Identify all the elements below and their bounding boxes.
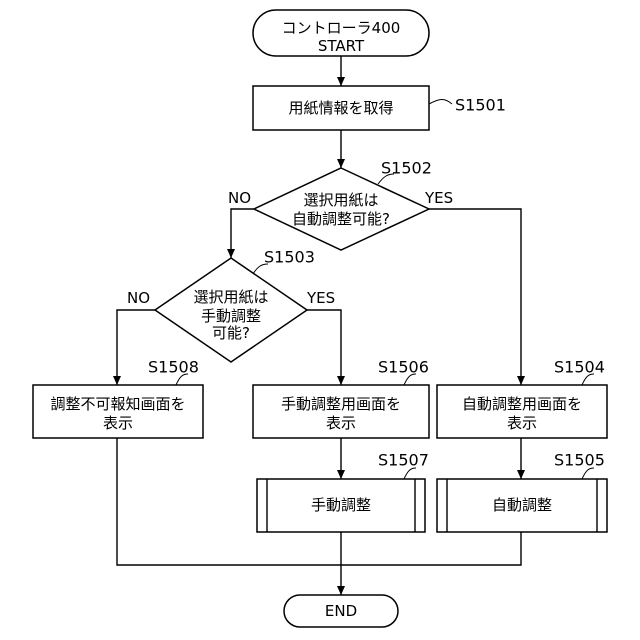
arrow-s1502-no: [231, 209, 254, 258]
s1504-label-line1: 自動調整用画面を: [462, 395, 582, 413]
start-label-line2: START: [318, 37, 365, 55]
s1503-label-line3: 可能?: [212, 324, 250, 342]
s1501-label: 用紙情報を取得: [288, 99, 393, 117]
s1503-label-line1: 選択用紙は: [193, 288, 268, 306]
s1504-label-line2: 表示: [507, 414, 537, 432]
s1503-yes-label: YES: [306, 289, 335, 307]
s1507-step-label: S1507: [378, 451, 429, 470]
start-label-line1: コントローラ400: [282, 19, 401, 37]
s1507-label: 手動調整: [311, 496, 371, 514]
line-s1505-merge: [341, 532, 521, 565]
s1503-step-label: S1503: [264, 248, 315, 267]
subprocess-s1505: 自動調整 S1505: [437, 451, 607, 533]
s1501-leader: [429, 100, 452, 105]
arrow-s1503-yes: [307, 310, 341, 385]
s1507-leader: [404, 468, 416, 479]
s1502-label-line1: 選択用紙は: [303, 191, 378, 209]
s1505-label: 自動調整: [492, 496, 552, 514]
subprocess-s1507: 手動調整 S1507: [257, 451, 429, 533]
arrow-s1502-yes: [429, 209, 521, 385]
process-s1501: 用紙情報を取得 S1501: [253, 86, 506, 130]
end-label: END: [325, 602, 357, 620]
s1506-step-label: S1506: [378, 358, 429, 377]
s1502-no-label: NO: [228, 189, 251, 207]
s1503-label-line2: 手動調整: [201, 307, 261, 325]
s1504-step-label: S1504: [554, 358, 605, 377]
s1508-label-line2: 表示: [103, 414, 133, 432]
s1501-step-label: S1501: [455, 96, 506, 115]
s1505-leader: [582, 468, 594, 479]
s1502-step-label: S1502: [381, 159, 432, 178]
end-terminal: END: [284, 595, 398, 627]
s1508-step-label: S1508: [148, 358, 199, 377]
s1505-step-label: S1505: [554, 451, 605, 470]
decision-s1503: 選択用紙は 手動調整 可能? S1503 NO YES: [127, 248, 335, 363]
s1502-yes-label: YES: [424, 189, 453, 207]
decision-s1502: 選択用紙は 自動調整可能? S1502 NO YES: [228, 159, 453, 251]
process-s1508: 調整不可報知画面を 表示 S1508: [33, 358, 203, 439]
s1502-label-line2: 自動調整可能?: [292, 210, 390, 228]
start-terminal: コントローラ400 START: [253, 10, 429, 56]
process-s1504: 自動調整用画面を 表示 S1504: [437, 358, 607, 439]
s1506-label-line2: 表示: [326, 414, 356, 432]
s1508-label-line1: 調整不可報知画面を: [50, 395, 185, 413]
s1503-no-label: NO: [127, 289, 150, 307]
s1506-label-line1: 手動調整用画面を: [281, 395, 401, 413]
